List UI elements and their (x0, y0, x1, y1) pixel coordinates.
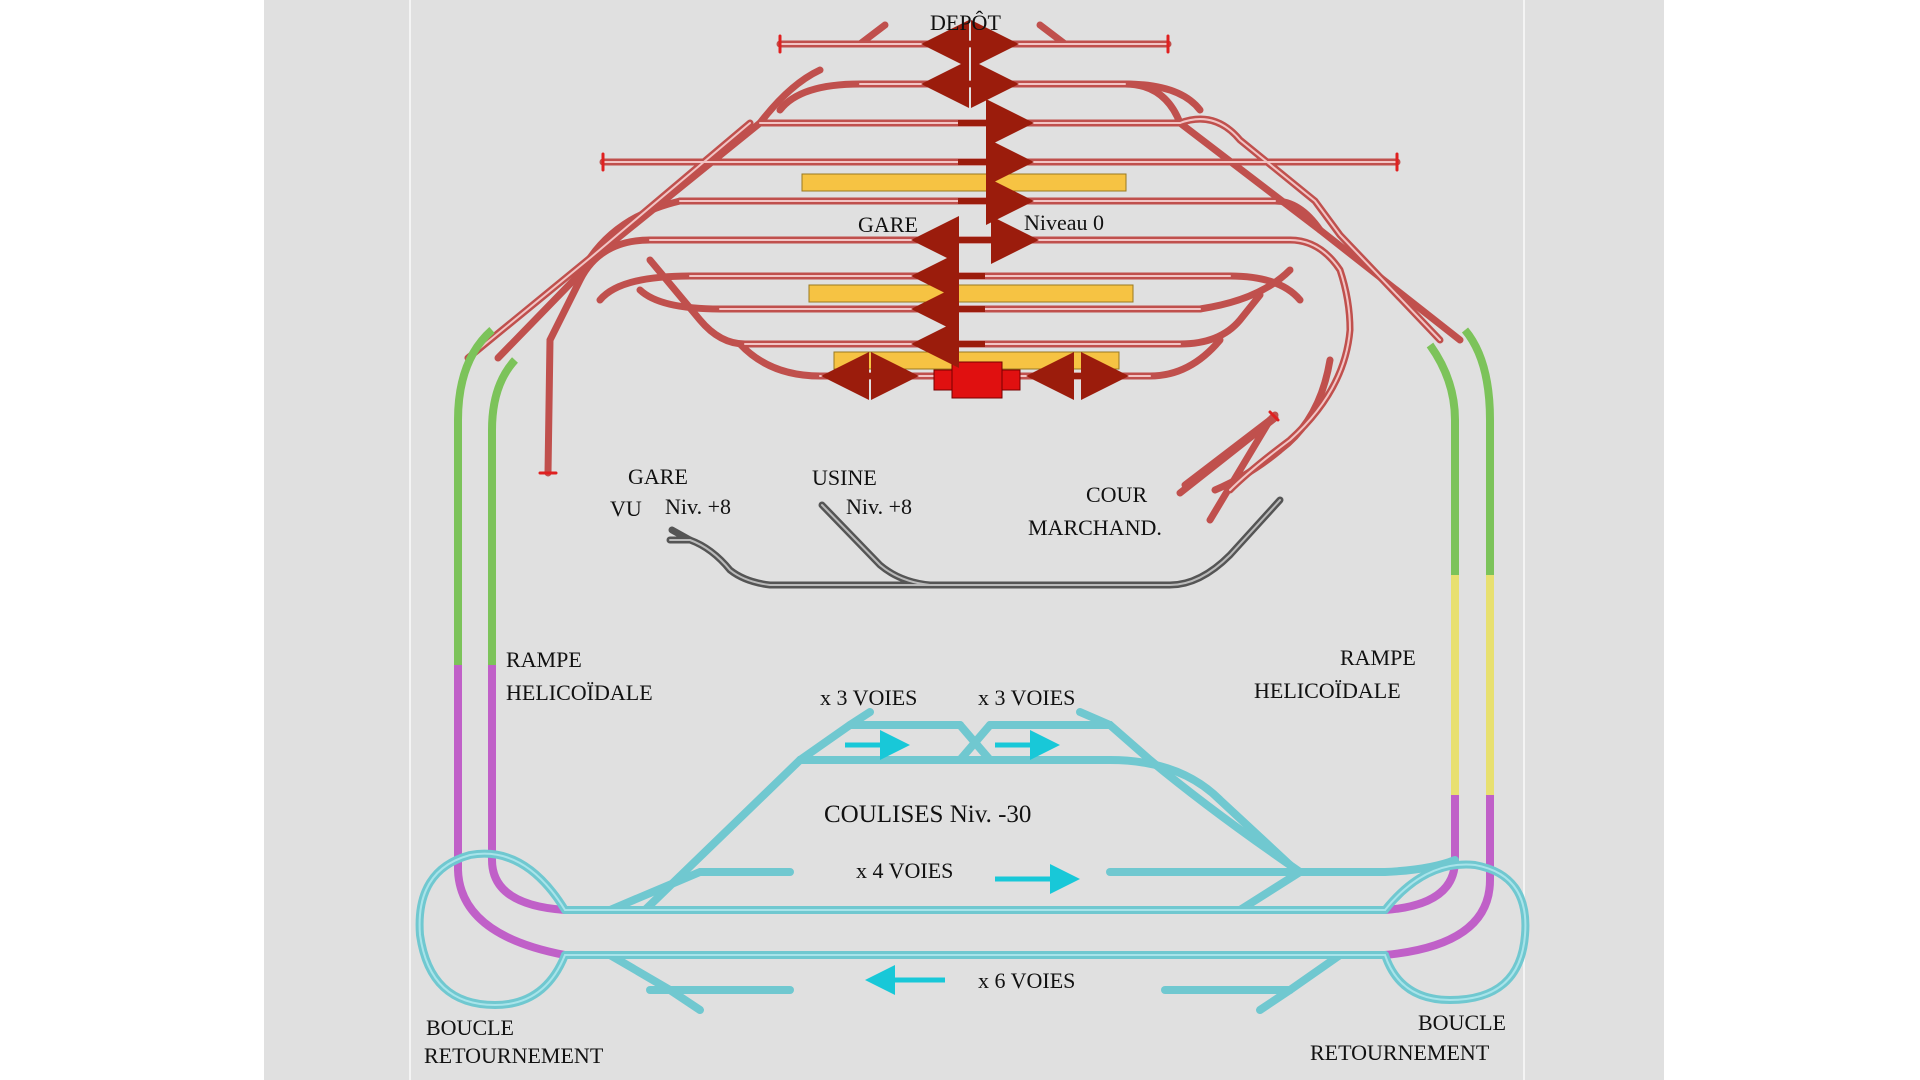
label-voies-6: x 6 VOIES (978, 968, 1075, 993)
label-usine: USINE (812, 465, 877, 490)
label-usine-niv: Niv. +8 (846, 494, 912, 519)
label-boucle-right-1: BOUCLE (1418, 1010, 1506, 1035)
label-rampe-left-2: HELICOÏDALE (506, 680, 653, 705)
direction-arrows-yard (845, 730, 1080, 995)
label-coulises: COULISES Niv. -30 (824, 801, 1031, 828)
label-rampe-right-1: RAMPE (1340, 645, 1416, 670)
label-gare-vu-2: VU (610, 496, 642, 521)
label-rampe-right-2: HELICOÏDALE (1254, 678, 1401, 703)
industry-tracks (666, 496, 1284, 589)
direction-arrows-station (821, 20, 1129, 400)
station-building (933, 361, 1021, 399)
label-voies-3b: x 3 VOIES (978, 685, 1075, 710)
label-cour-2: MARCHAND. (1028, 515, 1162, 540)
hidden-yard-tracks (415, 708, 1530, 1014)
label-voies-4: x 4 VOIES (856, 858, 953, 883)
platform (801, 173, 1127, 192)
label-gare: GARE (858, 212, 918, 237)
background-left (0, 0, 264, 1080)
label-boucle-left-1: BOUCLE (426, 1015, 514, 1040)
label-gare-vu-niv: Niv. +8 (665, 494, 731, 519)
label-boucle-right-2: RETOURNEMENT (1310, 1040, 1490, 1065)
label-boucle-left-2: RETOURNEMENT (424, 1043, 604, 1068)
label-cour-1: COUR (1086, 482, 1147, 507)
label-gare-vu-1: GARE (628, 464, 688, 489)
helical-ramp-left (454, 327, 566, 959)
label-voies-3a: x 3 VOIES (820, 685, 917, 710)
labels: DEPÔT GARE Niveau 0 GARE VU Niv. +8 USIN… (424, 10, 1506, 1068)
label-rampe-left-1: RAMPE (506, 647, 582, 672)
label-depot: DEPÔT (930, 10, 1001, 35)
label-niveau0: Niveau 0 (1024, 210, 1104, 235)
platform (808, 284, 1134, 303)
